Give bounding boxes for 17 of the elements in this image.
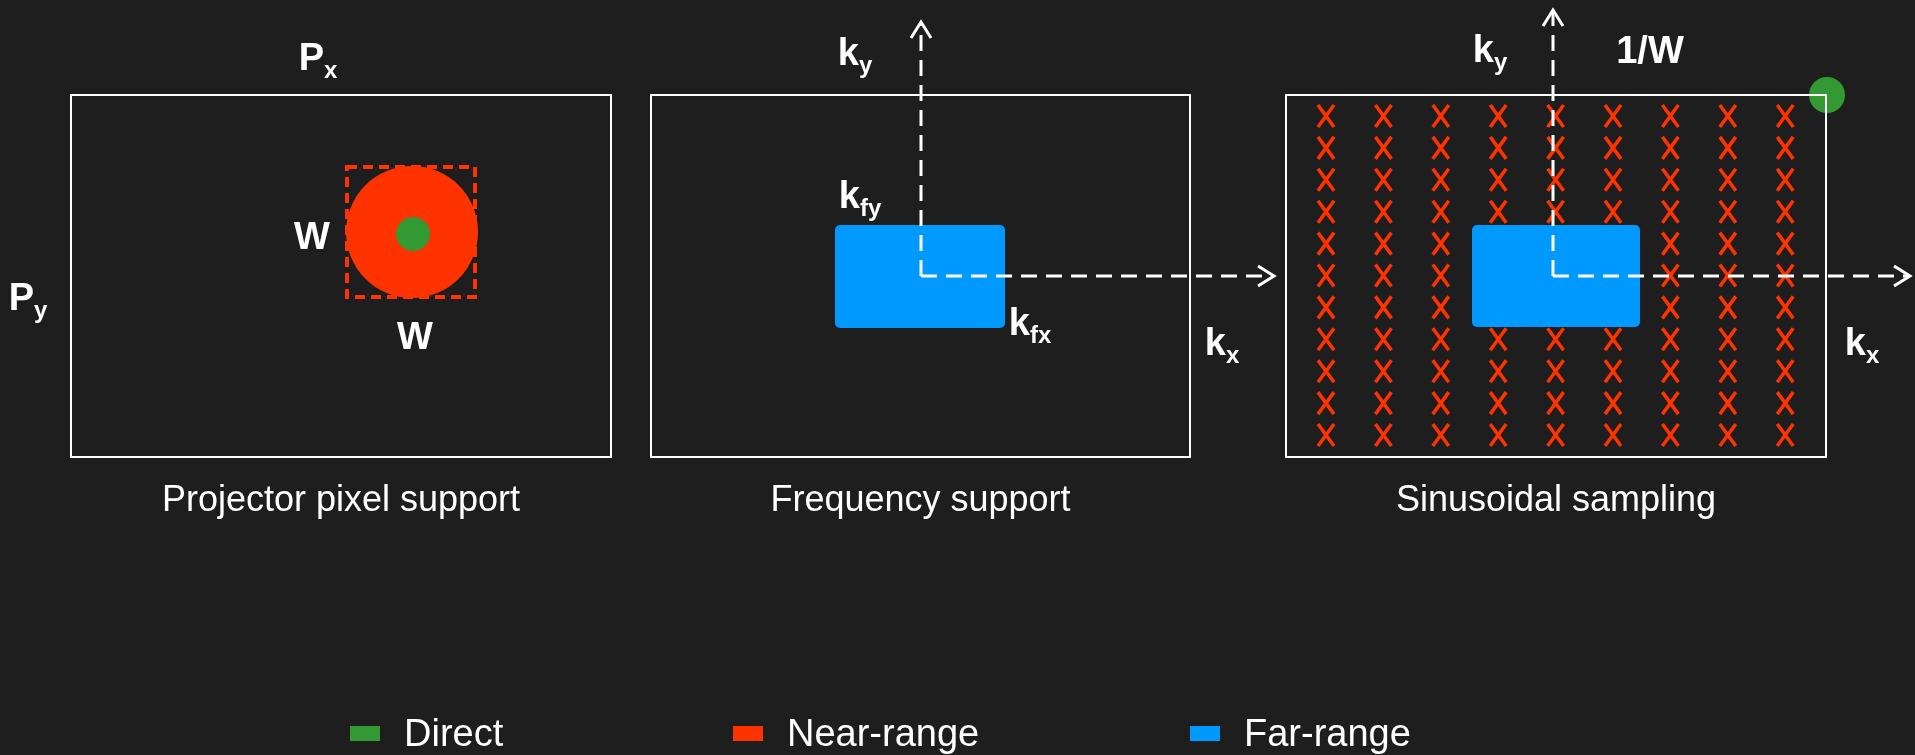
axis-label: k$_{fy}$ [838,175,882,221]
panel-caption: Sinusoidal sampling [1395,478,1717,520]
axis-label: W [397,317,433,355]
axis-label: k$_{fx}$ [1008,302,1052,348]
legend-text: Direct [404,712,504,755]
legend-text: Near-range [787,712,980,755]
axis-label: P$_{x}$ [298,37,338,83]
axis-label: W [294,217,330,255]
panel-caption: Projector pixel support [161,478,521,520]
axis-label: k$_{x}$ [1844,322,1880,368]
legend-text: Far-range [1244,712,1411,755]
axis-label: k$_{x}$ [1204,322,1240,368]
axis-label: k$_{y}$ [1472,29,1508,75]
axis-label: k$_{y}$ [837,32,873,78]
axis-label: 1/W [1616,31,1684,69]
axis-label: P$_{y}$ [8,277,48,323]
panel-caption: Frequency support [770,478,1071,520]
